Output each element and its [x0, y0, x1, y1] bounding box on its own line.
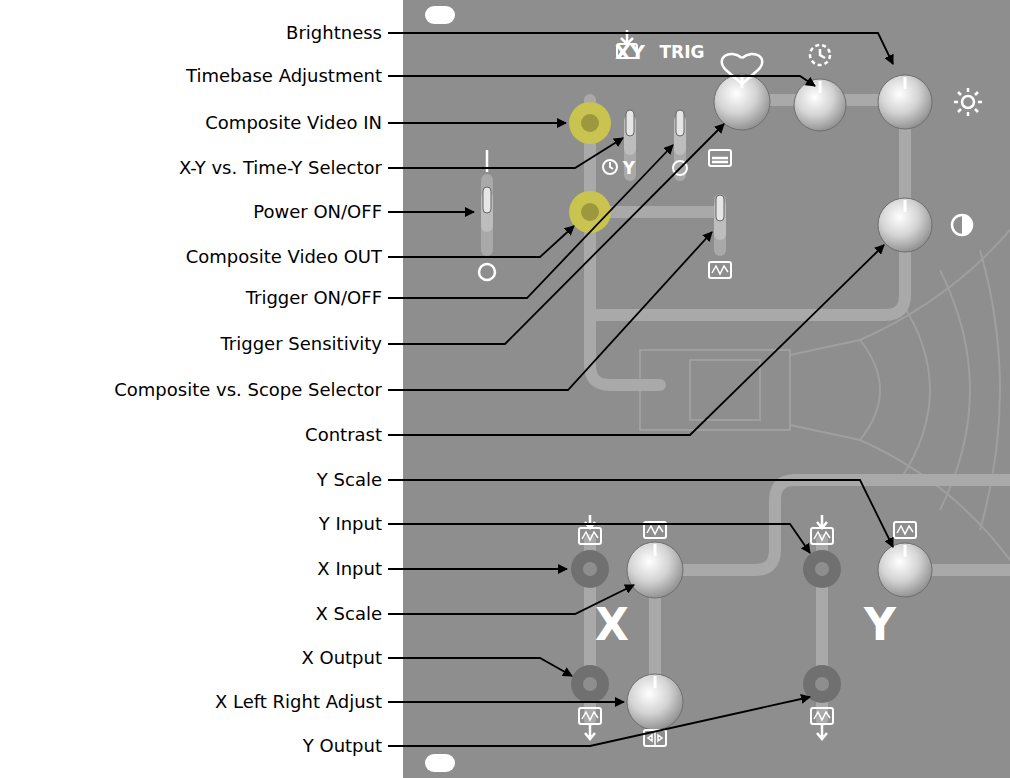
callout-label: Y Scale: [317, 469, 382, 491]
callout-label: Timebase Adjustment: [186, 65, 382, 87]
callout-label: Power ON/OFF: [253, 201, 382, 223]
panel-marking: X: [595, 599, 629, 652]
callout-label: X Output: [301, 647, 382, 669]
callout-label: X Scale: [316, 603, 382, 625]
panel-marking: Y: [864, 599, 896, 652]
callout-label: Composite vs. Scope Selector: [114, 379, 382, 401]
callout-label: Trigger ON/OFF: [246, 287, 382, 309]
callout-label: Composite Video IN: [205, 112, 382, 134]
callout-label: Y Input: [319, 513, 382, 535]
callout-label: Contrast: [305, 424, 382, 446]
panel-marking: XY: [615, 40, 645, 64]
panel-marking: TRIG: [660, 42, 705, 62]
callout-label: Trigger Sensitivity: [220, 333, 382, 355]
callout-label: X-Y vs. Time-Y Selector: [179, 157, 382, 179]
callout-label: X Input: [317, 558, 382, 580]
callout-label: Brightness: [286, 22, 382, 44]
callout-label: Y Output: [303, 735, 382, 757]
callout-label: X Left Right Adjust: [215, 691, 382, 713]
callout-label: Composite Video OUT: [186, 246, 382, 268]
panel-marking: Y: [623, 158, 635, 178]
